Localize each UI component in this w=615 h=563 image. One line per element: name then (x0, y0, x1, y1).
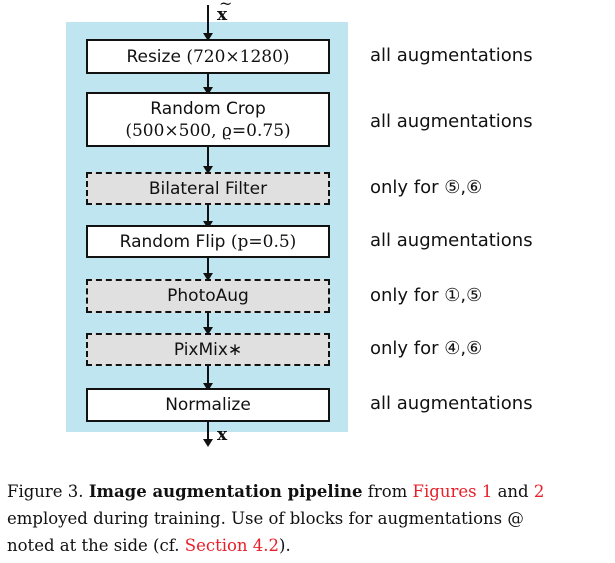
connector-output (207, 421, 209, 441)
caption-text: noted at the side (cf. (7, 536, 180, 555)
caption-text: and (497, 482, 529, 501)
figure-caption: Figure 3. Image augmentation pipeline fr… (7, 478, 613, 559)
caption-line-2: employed during training. Use of blocks … (7, 509, 524, 528)
arrow-head (203, 87, 213, 95)
connector-3 (207, 204, 209, 223)
photoaug-label: PhotoAug (167, 286, 249, 306)
bilateral-filter-note: only for ⑤,⑥ (370, 177, 483, 198)
random-flip-note: all augmentations (370, 230, 533, 251)
section-4-2-link[interactable]: Section 4.2 (184, 536, 280, 555)
random-crop-params: (500×500, ϱ=0.75) (125, 120, 291, 141)
caption-line-3: noted at the side (cf. Section 4.2). (7, 532, 613, 559)
photoaug-step: PhotoAug (86, 279, 330, 313)
figure-2-link[interactable]: 2 (533, 482, 545, 501)
normalize-note: all augmentations (370, 393, 533, 414)
caption-title: Image augmentation pipeline (88, 482, 363, 501)
bilateral-filter-label: Bilateral Filter (148, 178, 268, 199)
arrow-head (203, 33, 213, 41)
resize-step: Resize (720×1280) (86, 39, 330, 74)
figures-1-link[interactable]: Figures 1 (412, 482, 493, 501)
connector-6 (207, 365, 209, 385)
arrow-head (203, 273, 213, 281)
tilde-accent: ~ (219, 0, 233, 13)
resize-label: Resize (126, 46, 181, 67)
normalize-step: Normalize (86, 388, 330, 422)
connector-5 (207, 312, 209, 329)
random-flip-params: (p=0.5) (230, 231, 297, 252)
resize-note: all augmentations (370, 45, 533, 66)
arrow-head (203, 383, 213, 391)
output-symbol: x (217, 425, 228, 445)
pixmix-step: PixMix∗ (86, 333, 330, 366)
bilateral-filter-step: Bilateral Filter (86, 172, 330, 205)
connector-4 (207, 257, 209, 275)
pixmix-label: PixMix∗ (173, 339, 243, 360)
connector-2 (207, 146, 209, 168)
random-flip-step: Random Flip (p=0.5) (86, 225, 330, 258)
random-crop-step: Random Crop (500×500, ϱ=0.75) (86, 92, 330, 147)
arrow-head (203, 439, 213, 447)
random-crop-note: all augmentations (370, 111, 533, 132)
input-symbol: ~ x (217, 0, 232, 25)
connector-1 (207, 73, 209, 89)
random-crop-label: Random Crop (150, 98, 266, 119)
photoaug-note: only for ①,⑤ (370, 285, 483, 306)
caption-text: from (367, 482, 408, 501)
caption-figure-number: Figure 3. (7, 482, 84, 501)
caption-line-1: Figure 3. Image augmentation pipeline fr… (7, 478, 613, 505)
augmentation-pipeline-diagram: ~ x x Resize (720×1280) Random Crop (500… (66, 0, 533, 447)
pixmix-note: only for ④,⑥ (370, 338, 483, 359)
caption-text: ). (279, 536, 291, 555)
arrow-head (203, 166, 213, 174)
resize-params: (720×1280) (186, 46, 290, 67)
normalize-label: Normalize (165, 395, 251, 415)
connector-input (207, 5, 209, 35)
arrow-head (203, 327, 213, 335)
random-flip-label: Random Flip (119, 231, 226, 252)
